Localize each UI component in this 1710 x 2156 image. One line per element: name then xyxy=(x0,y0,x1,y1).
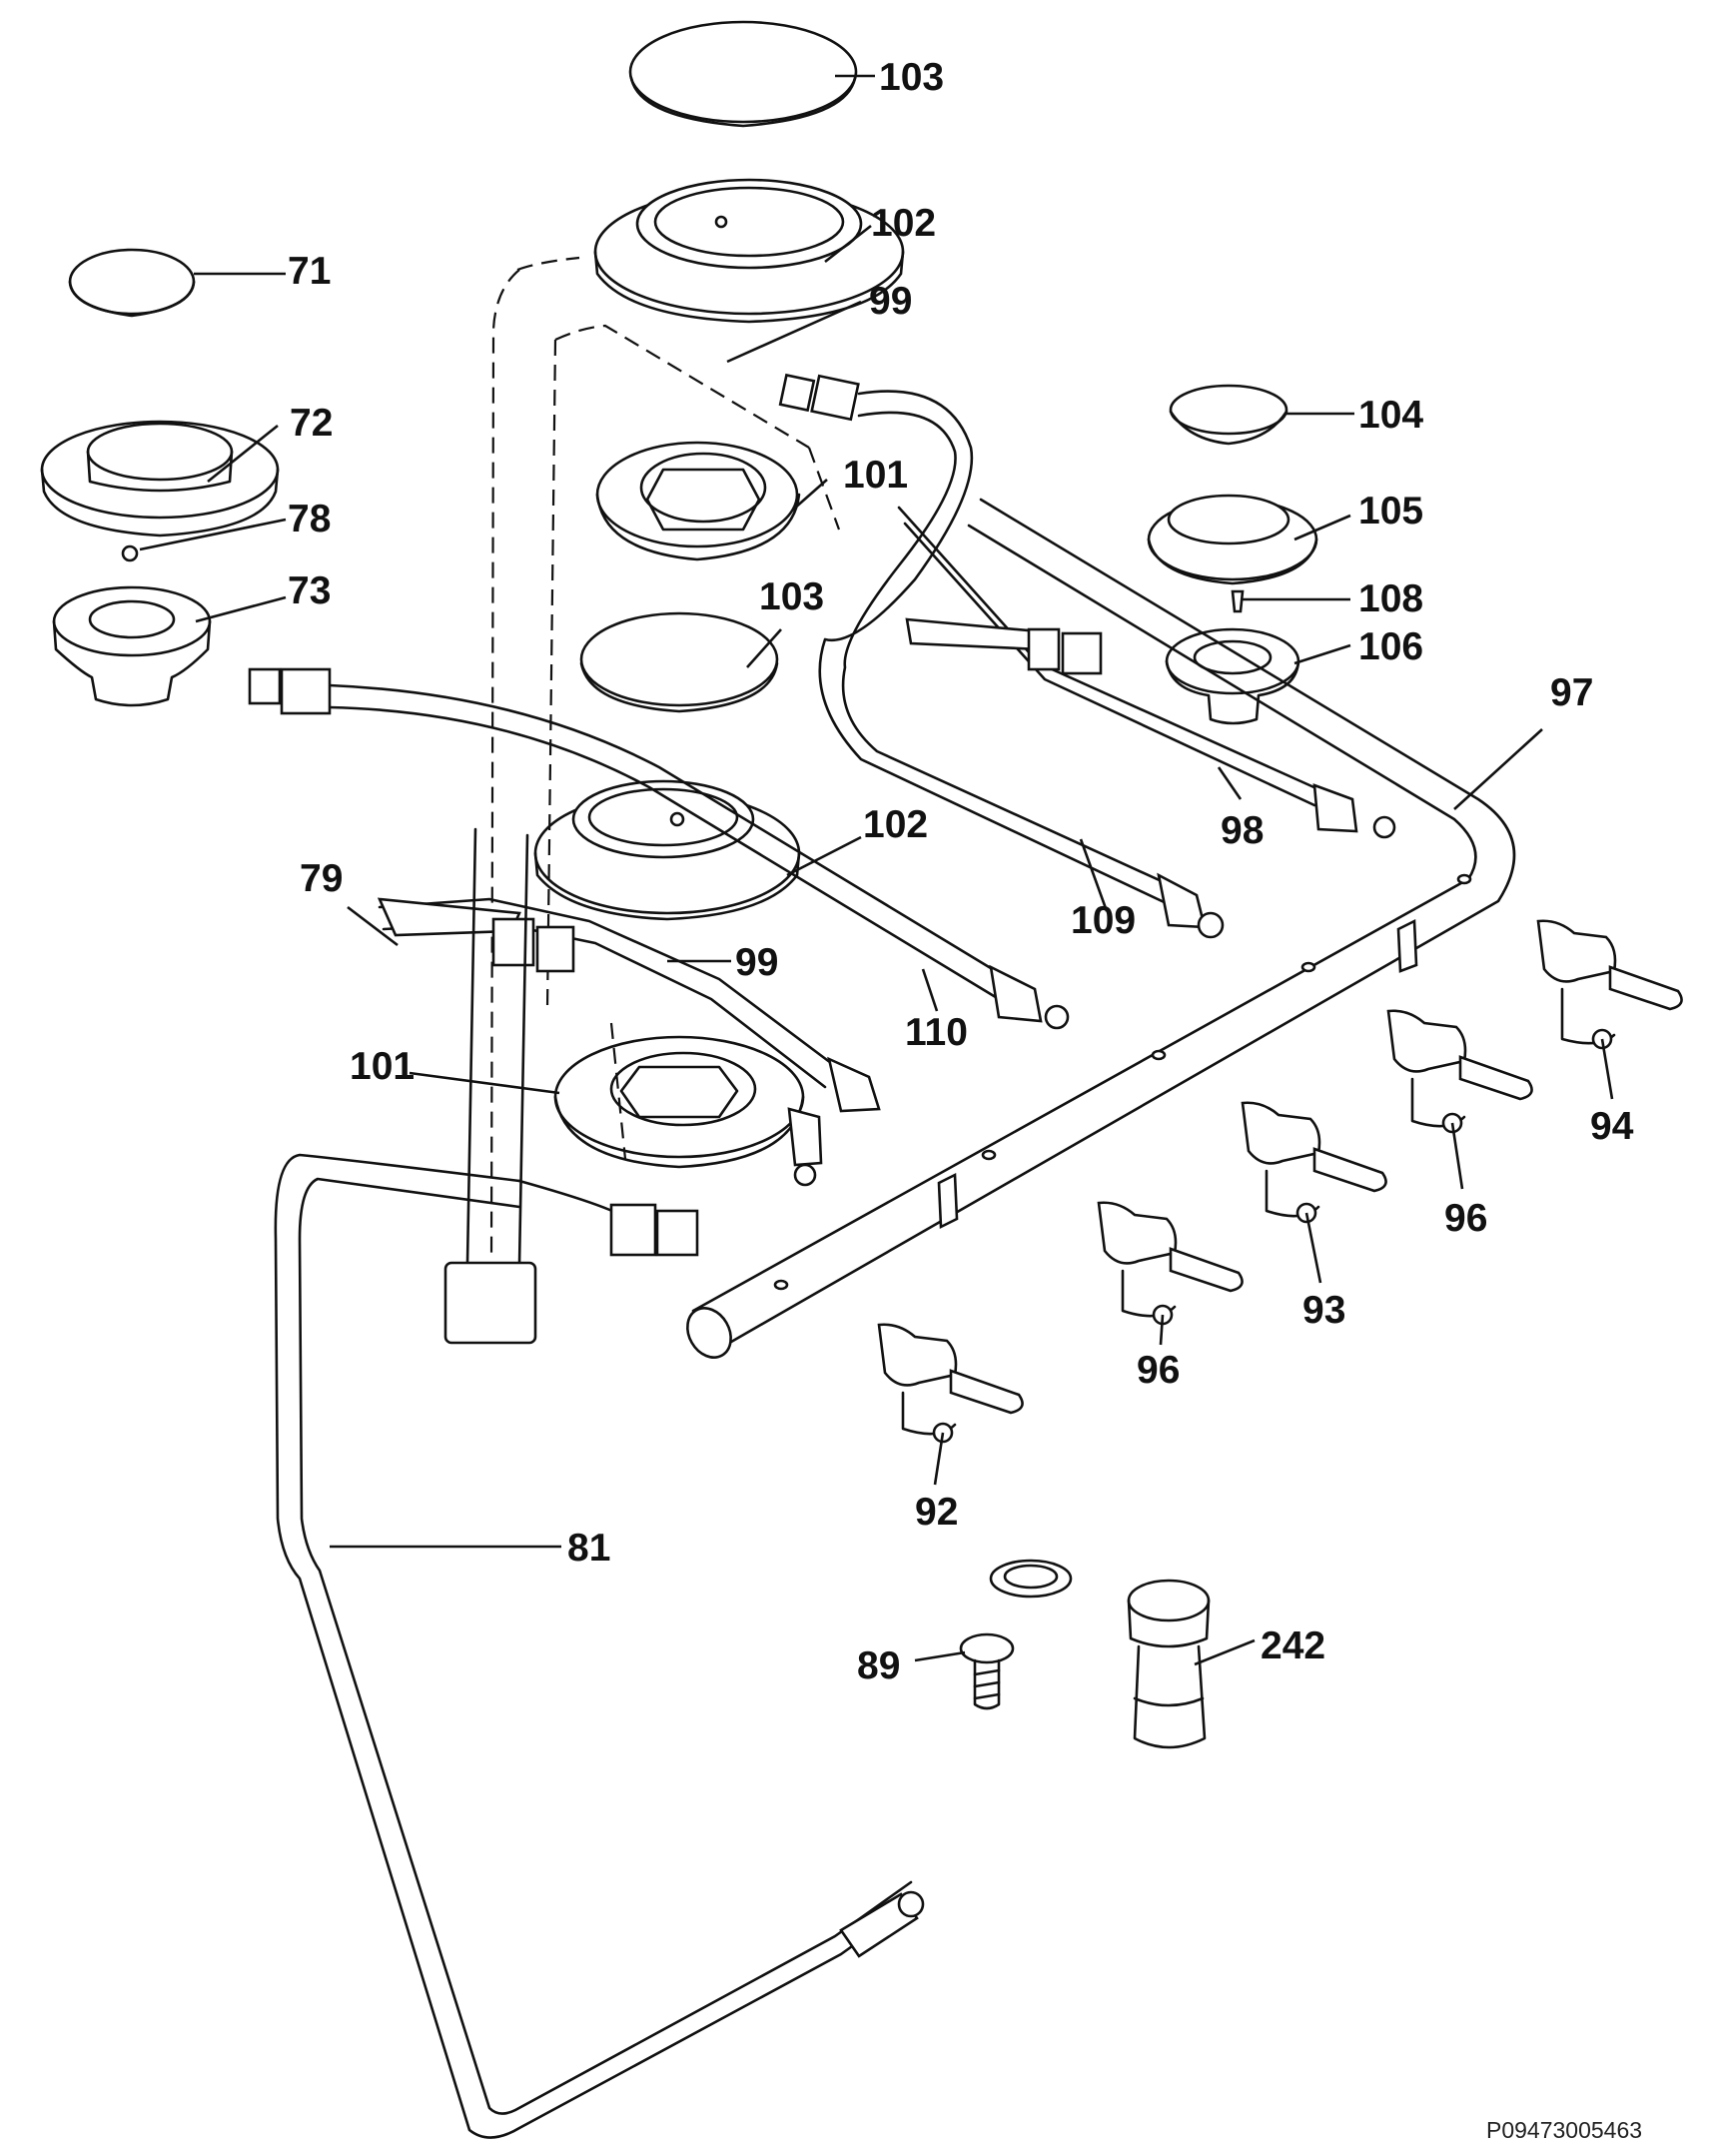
callout-71: 71 xyxy=(288,250,331,293)
callout-102-middle: 102 xyxy=(863,803,928,846)
burner-cap-104 xyxy=(1169,384,1288,446)
burner-base-101-bottom xyxy=(553,1035,805,1169)
valve-92 xyxy=(877,1323,1024,1444)
burner-base-101-top xyxy=(595,441,801,561)
burner-head-102-top xyxy=(593,178,905,324)
manifold-bar-97 xyxy=(686,498,1516,1359)
burner-cap-103-top xyxy=(628,20,858,128)
callout-108: 108 xyxy=(1358,577,1423,620)
pipe-98 xyxy=(897,506,1396,839)
pipe-81 xyxy=(274,1153,925,2139)
callout-242: 242 xyxy=(1261,1624,1325,1667)
callout-94: 94 xyxy=(1590,1105,1634,1148)
callout-99-top: 99 xyxy=(869,280,912,323)
valve-96-right xyxy=(1386,1009,1533,1134)
callout-81: 81 xyxy=(567,1527,610,1570)
valve-93 xyxy=(1241,1101,1387,1224)
callout-73: 73 xyxy=(288,569,331,612)
burner-cap-71 xyxy=(68,248,196,318)
valve-94 xyxy=(1536,919,1683,1050)
pipe-109 xyxy=(778,373,1225,939)
callout-96-right: 96 xyxy=(1444,1197,1487,1240)
burner-base-73 xyxy=(52,585,212,707)
seal-ring xyxy=(989,1559,1073,1599)
connector-242 xyxy=(1127,1579,1211,1749)
callout-96-middle: 96 xyxy=(1137,1349,1180,1392)
reference-code: P09473005463 xyxy=(1486,2117,1642,2143)
callout-72: 72 xyxy=(290,402,333,445)
callout-79: 79 xyxy=(300,857,343,900)
burner-head-105 xyxy=(1147,494,1318,585)
burner-head-72 xyxy=(40,420,280,538)
callout-89: 89 xyxy=(857,1644,900,1687)
callout-103-top: 103 xyxy=(879,56,944,99)
callout-103-middle: 103 xyxy=(759,575,824,618)
leader-lines xyxy=(139,74,1614,1666)
callout-98: 98 xyxy=(1221,809,1264,852)
screw-78 xyxy=(121,544,139,562)
left-supply-rail xyxy=(443,827,537,1345)
callout-78: 78 xyxy=(288,498,331,540)
callout-105: 105 xyxy=(1358,490,1423,533)
pipe-110 xyxy=(248,667,1070,1030)
callout-106: 106 xyxy=(1358,625,1423,668)
screw-89 xyxy=(959,1632,1015,1710)
callout-99-middle: 99 xyxy=(735,941,778,984)
callout-102-top: 102 xyxy=(871,202,936,245)
callout-101-top: 101 xyxy=(843,454,908,497)
callout-110: 110 xyxy=(905,1011,968,1054)
burner-cap-103-middle xyxy=(579,611,779,713)
callout-92: 92 xyxy=(915,1491,958,1534)
callout-labels: 103 102 99 71 72 78 73 101 104 105 108 1… xyxy=(288,56,1634,1687)
dashed-frame-outline xyxy=(489,256,841,1260)
callout-109: 109 xyxy=(1071,899,1136,942)
valve-96-middle xyxy=(1097,1201,1244,1326)
callout-104: 104 xyxy=(1358,394,1423,437)
burner-base-106 xyxy=(1165,627,1300,725)
callout-97: 97 xyxy=(1550,671,1593,714)
callout-101-bottom: 101 xyxy=(350,1045,415,1088)
screw-108 xyxy=(1231,589,1245,613)
callout-93: 93 xyxy=(1302,1289,1345,1332)
burner-head-102-middle xyxy=(533,779,801,921)
